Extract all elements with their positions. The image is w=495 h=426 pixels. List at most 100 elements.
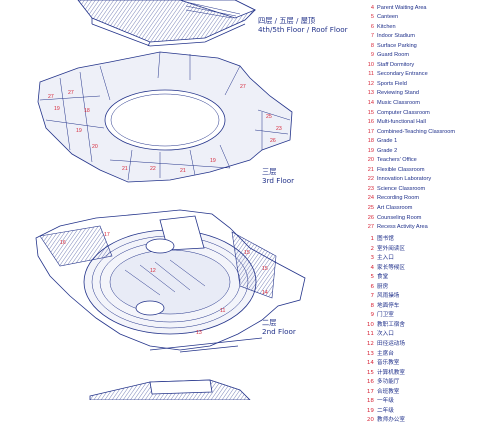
plan-tag: 21 [122, 166, 128, 172]
legend-text: Multi-functional Hall [377, 119, 426, 126]
legend-text: Music Classroom [377, 100, 420, 107]
legend-text: 厨房 [377, 283, 389, 290]
legend-number: 11 [368, 71, 374, 78]
plan-tag: 20 [92, 144, 98, 150]
legend-number: 8 [370, 302, 374, 309]
legend-number: 27 [367, 224, 374, 231]
legend-text: Recess Activity Area [377, 224, 428, 231]
legend-number: 20 [366, 417, 374, 424]
legend-text: Primary Entry [377, 0, 411, 1]
legend-number: 18 [366, 398, 374, 405]
legend-text: Secondary Entrance [377, 71, 428, 78]
legend-number: 26 [367, 214, 374, 221]
plan-tag: 18 [84, 108, 90, 114]
legend-number: 14 [367, 100, 374, 107]
legend-number: 12 [366, 341, 374, 348]
plan-tag: 25 [266, 114, 272, 120]
plan-tag: 19 [210, 158, 216, 164]
legend-text: 多功能厅 [377, 379, 400, 386]
second-floor-plan [35, 209, 306, 353]
legend-text: Surface Parking [377, 42, 417, 49]
floor-label-4-5-roof: 四层 / 五层 / 屋顶 4th/5th Floor / Roof Floor [258, 16, 348, 34]
legend-text: 门卫室 [377, 312, 394, 319]
plan-tag: 17 [104, 232, 110, 238]
legend-number: 15 [366, 369, 374, 376]
legend-number: 10 [366, 321, 374, 328]
legend-number: 19 [367, 147, 374, 154]
legend-number: 20 [367, 157, 374, 164]
legend-number: 24 [367, 195, 374, 202]
legend-number: 17 [367, 128, 374, 135]
legend-text: Innovation Laboratory [377, 176, 432, 183]
legend-text: Computer Classroom [377, 109, 430, 116]
legend-text: 计算机教室 [377, 369, 405, 376]
legend-text: 风雨操场 [377, 293, 400, 300]
legend-text: Flexible Classroom [377, 166, 425, 173]
legend-text: Reviewing Stand [377, 90, 419, 97]
legend-number: 15 [367, 109, 374, 116]
second-floor-tags: 16 17 12 15 15 14 11 13 [60, 232, 268, 336]
legend-text: Canteen [377, 14, 399, 21]
legend-text: 合班教室 [377, 388, 400, 395]
legend-text: Art Classroom [377, 205, 413, 212]
axonometric-floor-plans: 27 27 19 19 20 18 22 21 19 25 27 23 26 2… [35, 0, 306, 400]
legend-number: 4 [370, 264, 374, 271]
legend-number: 7 [370, 33, 374, 40]
legend-number: 13 [366, 350, 374, 357]
legend-text: 教职工宿舍 [377, 321, 405, 328]
legend-text: Guard Room [377, 52, 410, 59]
legend-number: 18 [367, 138, 374, 145]
legend-text: 地面停车 [377, 302, 400, 309]
legend-text: 教师办公室 [377, 417, 405, 424]
legend-number: 4 [370, 4, 374, 11]
legend-number: 5 [370, 274, 374, 281]
plan-tag: 14 [262, 290, 268, 296]
legend-text: 一年级 [377, 398, 394, 405]
legend-number: 1 [370, 236, 374, 242]
legend-text: 室外阅读区 [377, 245, 405, 252]
legend-text: Grade 2 [377, 147, 398, 154]
plan-tag: 23 [276, 126, 282, 132]
legend-number: 6 [370, 23, 374, 30]
legend-text: Combined-Teaching Classroom [377, 128, 456, 135]
plan-tag: 13 [196, 330, 202, 336]
plan-tag: 22 [150, 166, 156, 172]
legend-text: 家长等候区 [377, 264, 405, 271]
legend-number: 2 [366, 0, 374, 4]
legend-text: Sports Field [377, 80, 407, 87]
legend-number: 3 [370, 255, 374, 262]
plan-tag: 26 [270, 138, 276, 144]
legend-number: 6 [370, 283, 374, 290]
legend-number: 5 [370, 14, 374, 21]
plan-tag: 11 [220, 308, 225, 314]
legend-text: 音乐教室 [377, 360, 400, 367]
legend-text: Staff Dormitory [377, 61, 415, 68]
legend-number: 19 [366, 407, 374, 414]
plan-tag: 27 [240, 84, 246, 90]
